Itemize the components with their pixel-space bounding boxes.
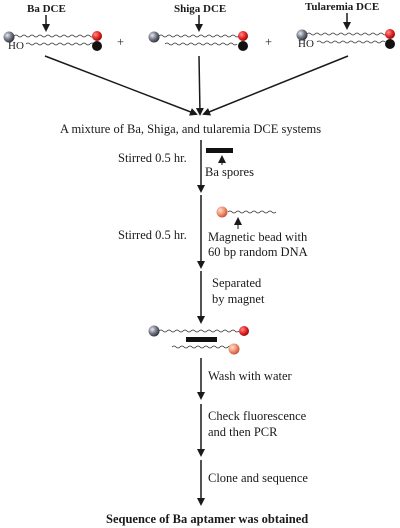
tularemia-lower-strand: [316, 40, 386, 44]
tularemia-ho-label: HO: [298, 38, 314, 50]
step-2-note-line-1: Magnetic bead with: [208, 230, 308, 244]
magnetic-bead-ball: [216, 206, 228, 218]
captured-fluorophore-ball: [148, 325, 160, 337]
tularemia-quencher-black-ball: [385, 39, 395, 49]
step-5-note-line-1: Check fluorescence: [208, 409, 307, 423]
converge-arrow-center: [195, 55, 204, 116]
ba-dce-label: Ba DCE: [27, 3, 66, 15]
shiga-upper-strand: [158, 34, 240, 38]
step-2-note-line-2: 60 bp random DNA: [208, 245, 308, 259]
tularemia-dce-label: Tularemia DCE: [305, 1, 379, 13]
plus-sign-1: +: [117, 35, 124, 49]
mixture-text: A mixture of Ba, Shiga, and tularemia DC…: [60, 122, 321, 136]
step-1-note: Ba spores: [205, 165, 254, 179]
final-result-text: Sequence of Ba aptamer was obtained: [106, 512, 308, 526]
converge-arrow-left: [44, 55, 198, 116]
step-3-note-line-2: by magnet: [212, 292, 265, 306]
ba-quencher-red-ball: [92, 31, 102, 41]
captured-quencher-red-ball: [239, 326, 249, 336]
step-4-note: Wash with water: [208, 369, 293, 383]
tularemia-fluorophore-ball: [296, 29, 308, 41]
captured-upper-strand: [158, 329, 240, 333]
ba-dce-construct: Ba DCE HO: [3, 3, 102, 52]
ba-lower-strand: [25, 42, 95, 46]
step-2-label: Stirred 0.5 hr.: [118, 228, 187, 242]
step-6-note: Clone and sequence: [208, 471, 308, 485]
shiga-lower-strand: [164, 42, 238, 46]
ba-fluorophore-ball: [3, 31, 15, 43]
step-1-label: Stirred 0.5 hr.: [118, 151, 187, 165]
captured-complex: [148, 325, 249, 355]
step-3-note-line-1: Separated: [212, 276, 262, 290]
shiga-fluorophore-ball: [148, 31, 160, 43]
shiga-dce-construct: Shiga DCE: [148, 3, 248, 51]
tularemia-upper-strand: [306, 32, 388, 36]
ba-quencher-black-ball: [92, 41, 102, 51]
captured-lower-strand: [171, 345, 237, 349]
random-dna-strand: [227, 210, 277, 214]
plus-sign-2: +: [265, 35, 272, 49]
ba-upper-strand: [13, 34, 95, 38]
converge-arrow-right: [202, 55, 349, 116]
ba-ho-label: HO: [8, 40, 24, 52]
step-5-note-line-2: and then PCR: [208, 425, 278, 439]
captured-magnetic-bead: [228, 343, 240, 355]
shiga-quencher-red-ball: [238, 31, 248, 41]
captured-spore-bar: [186, 337, 217, 342]
tularemia-dce-construct: Tularemia DCE HO: [296, 1, 395, 50]
ba-spore-bar: [206, 148, 233, 153]
shiga-dce-label: Shiga DCE: [174, 3, 226, 15]
tularemia-quencher-red-ball: [385, 29, 395, 39]
shiga-quencher-black-ball: [238, 41, 248, 51]
